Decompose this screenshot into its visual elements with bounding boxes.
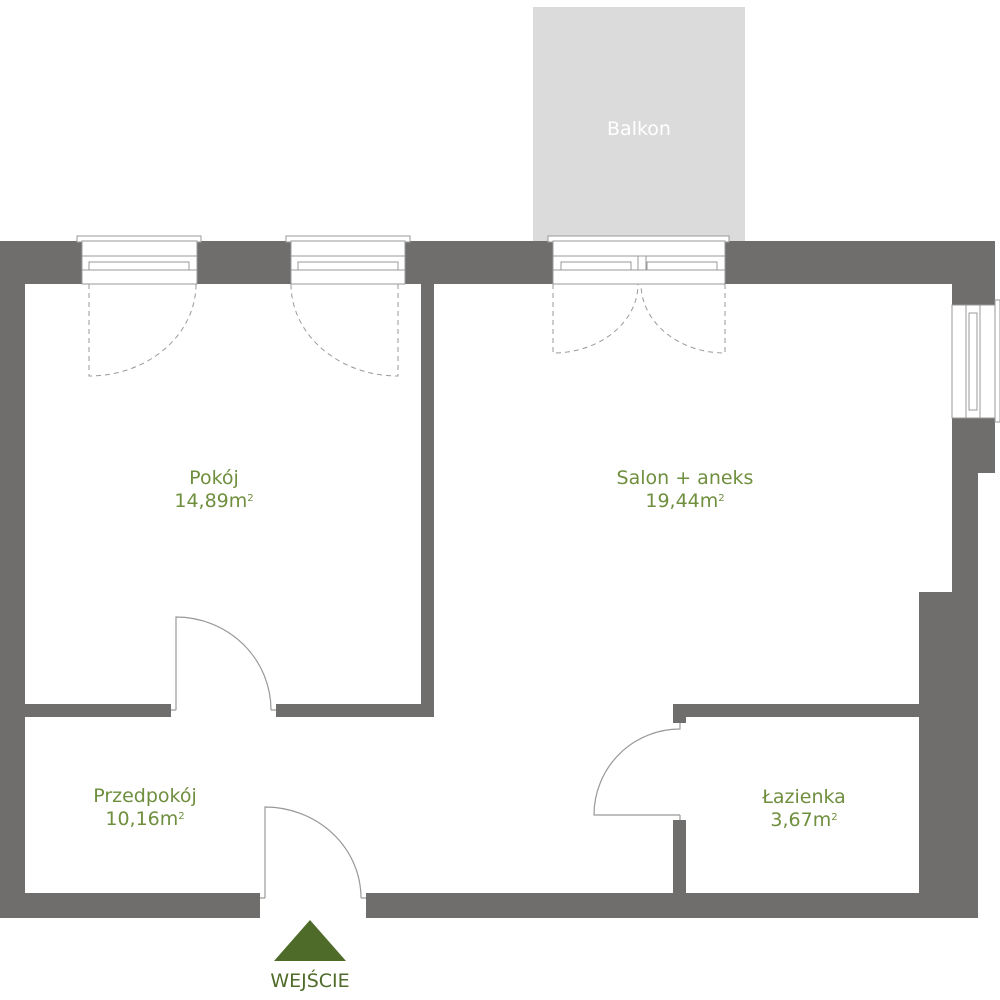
walls <box>0 241 995 918</box>
door-lazienka <box>593 723 681 820</box>
door-entrance <box>260 806 366 899</box>
door-pokoj <box>171 616 276 711</box>
door-swings <box>171 616 681 899</box>
room-name: Salon + aneks <box>616 467 754 489</box>
room-label-pokoj: Pokój 14,89m2 <box>174 467 253 513</box>
room-label-przedpokoj: Przedpokój 10,16m2 <box>93 785 197 831</box>
room-area: 19,44m2 <box>617 490 754 513</box>
area-unit-sup: 2 <box>718 493 725 504</box>
windows <box>76 235 1000 423</box>
room-label-salon: Salon + aneks 19,44m2 <box>617 467 754 513</box>
room-name: Pokój <box>189 467 239 489</box>
area-value: 3,67m <box>770 809 832 831</box>
entrance-marker-icon <box>274 920 346 961</box>
entrance-label: WEJŚCIE <box>270 970 350 992</box>
area-value: 14,89m <box>174 490 248 512</box>
area-value: 19,44m <box>645 490 719 512</box>
area-value: 10,16m <box>105 808 179 830</box>
window-swings <box>88 283 726 377</box>
room-area: 3,67m2 <box>762 809 846 832</box>
room-area: 10,16m2 <box>93 808 197 831</box>
balcony-area[interactable] <box>533 7 745 241</box>
area-unit-sup: 2 <box>831 812 838 823</box>
room-area: 14,89m2 <box>174 490 253 513</box>
room-name: Przedpokój <box>93 785 197 807</box>
area-unit-sup: 2 <box>247 493 254 504</box>
balcony-label: Balkon <box>607 118 671 140</box>
room-name: Łazienka <box>762 786 846 808</box>
area-unit-sup: 2 <box>178 811 185 822</box>
room-label-lazienka: Łazienka 3,67m2 <box>762 786 846 832</box>
